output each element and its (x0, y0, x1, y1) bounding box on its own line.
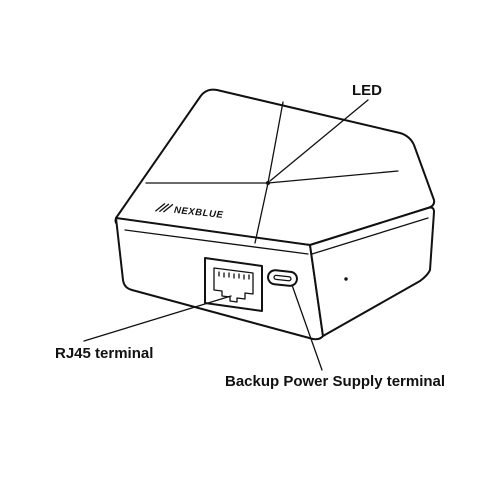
top-line-right (267, 170, 399, 184)
top-line-front (254, 182, 269, 244)
usb-c-port (267, 269, 298, 287)
top-light-pattern (145, 101, 399, 244)
top-line-back (267, 101, 284, 184)
usb-c-port-outer (267, 269, 298, 287)
rj45-leader-line (83, 295, 232, 342)
rj45-port-contacts (218, 271, 250, 280)
rj45-port (204, 257, 263, 312)
device-front-bevel (124, 229, 309, 255)
side-pinhole (344, 277, 348, 281)
device-body: NEXBLUE (114, 88, 436, 341)
device-side-face (309, 206, 435, 337)
backup-power-label: Backup Power Supply terminal (225, 373, 445, 390)
rj45-port-frame (204, 257, 263, 312)
usb-c-port-inner (273, 274, 292, 282)
device-side-bevel (311, 217, 429, 255)
brand-mark-icon (155, 203, 174, 213)
led-label: LED (352, 82, 382, 99)
backup-power-leader-line (291, 284, 323, 371)
brand-logo: NEXBLUE (155, 203, 224, 221)
led-indicator (266, 181, 270, 185)
rj45-port-socket (213, 267, 254, 303)
brand-name: NEXBLUE (173, 205, 224, 221)
led-leader-line (269, 99, 369, 182)
rj45-label: RJ45 terminal (55, 345, 153, 362)
